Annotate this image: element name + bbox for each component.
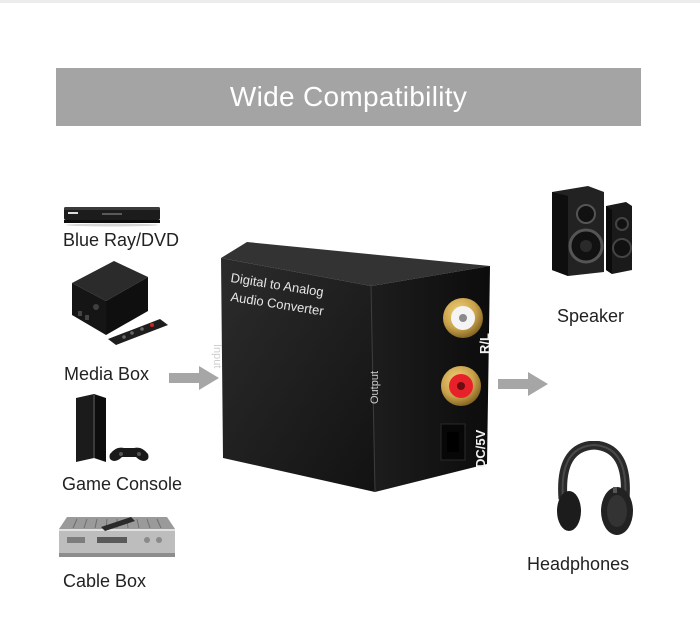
- output-arrow-icon: [498, 372, 548, 396]
- output-label-headphones: Headphones: [527, 554, 630, 574]
- converter-rl-label: R/L: [477, 333, 492, 354]
- converter-power-label: DC/5V: [473, 429, 488, 468]
- converter-output-label: Output: [369, 370, 381, 404]
- speaker-icon: [552, 186, 632, 276]
- source-label-cable-box: Cable Box: [63, 571, 147, 591]
- source-label-media-box: Media Box: [64, 364, 150, 384]
- source-label-game-console: Game Console: [62, 474, 183, 494]
- headphones-icon: [557, 441, 633, 535]
- title-banner: Wide Compatibility: [56, 68, 641, 126]
- top-divider: [0, 0, 700, 3]
- game-console-icon: [76, 394, 149, 462]
- input-arrow-icon: [169, 366, 219, 390]
- converter-input-label: Input: [211, 344, 223, 369]
- converter-device: Digital to Analog Audio Converter Input …: [211, 236, 500, 498]
- bluray-player-icon: [64, 207, 160, 227]
- banner-title: Wide Compatibility: [229, 81, 468, 112]
- cable-box-icon: [59, 517, 175, 557]
- output-label-speaker: Speaker: [557, 306, 625, 326]
- media-box-icon: [72, 261, 168, 345]
- source-label-bluray: Blue Ray/DVD: [63, 230, 180, 250]
